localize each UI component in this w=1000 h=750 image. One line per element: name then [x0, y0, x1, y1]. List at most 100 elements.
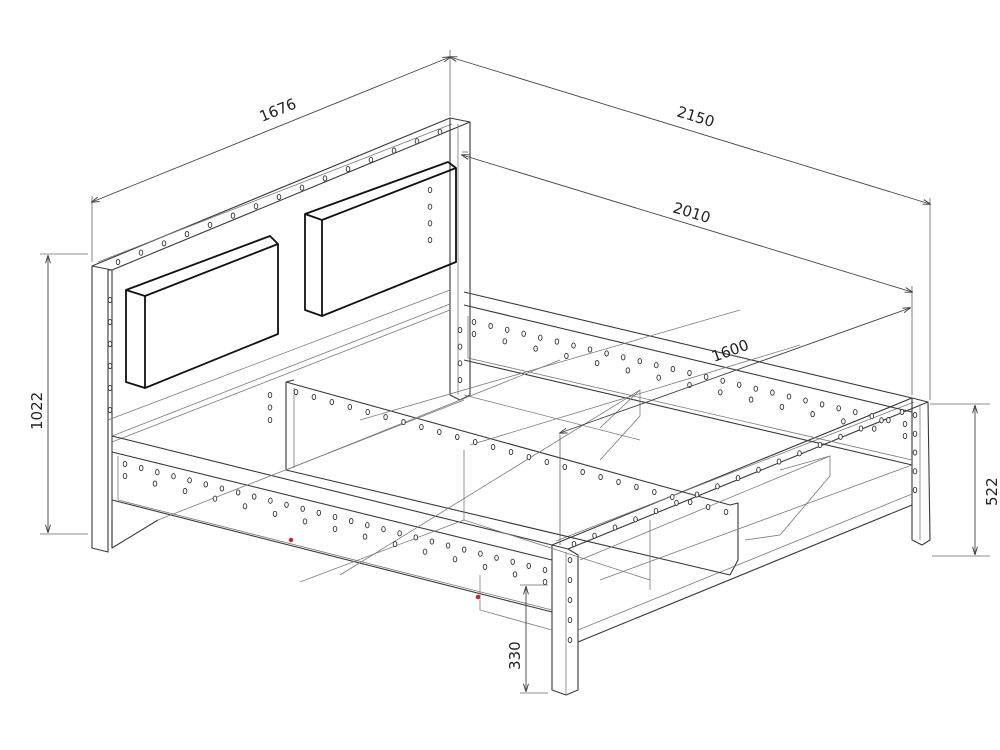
- fastener-hole: [138, 465, 144, 472]
- fastener-hole: [461, 546, 467, 553]
- fastener-hole: [871, 425, 877, 432]
- fastener-hole: [564, 352, 569, 359]
- fastener-hole: [718, 389, 723, 396]
- side-rail-right: [463, 291, 913, 466]
- fastener-hole: [122, 472, 128, 480]
- fastener-hole: [567, 576, 573, 584]
- fastener-hole: [478, 550, 483, 557]
- fastener-hole: [365, 408, 370, 416]
- fastener-hole: [107, 384, 113, 392]
- fastener-hole: [841, 418, 846, 425]
- fastener-hole: [705, 503, 711, 511]
- fastener-hole: [654, 362, 659, 369]
- fastener-hole: [242, 503, 248, 510]
- fastener-hole: [347, 403, 353, 411]
- fastener-holes: [107, 128, 918, 644]
- fastener-hole: [362, 533, 368, 540]
- fastener-hole: [674, 499, 679, 506]
- fastener-hole: [735, 474, 741, 482]
- fastener-hole: [526, 562, 532, 569]
- fastener-hole: [455, 433, 460, 441]
- fastener-hole: [171, 473, 176, 480]
- fastener-hole: [452, 556, 458, 563]
- dimension-mattress-width: 1600: [560, 308, 910, 545]
- fastener-hole: [670, 493, 675, 501]
- fastener-hole: [332, 525, 338, 533]
- fastener-hole: [427, 236, 433, 244]
- fastener-hole: [508, 448, 514, 456]
- fastener-hole: [715, 483, 720, 490]
- fastener-hole: [687, 369, 692, 377]
- fastener-hole: [276, 193, 282, 201]
- fastener-hole: [329, 398, 335, 406]
- fastener-hole: [879, 417, 884, 424]
- fastener-hole: [567, 596, 573, 604]
- headboard-cushion-right: [304, 161, 457, 317]
- fastener-hole: [776, 458, 782, 465]
- fastener-hole: [687, 498, 693, 506]
- fastener-hole: [567, 636, 573, 644]
- fastener-hole: [858, 425, 864, 432]
- fastener-hole: [533, 345, 538, 352]
- fastener-hole: [471, 330, 477, 338]
- dim-1022-label: 1022: [28, 392, 46, 430]
- fastener-hole: [107, 340, 113, 348]
- fastener-hole: [756, 466, 761, 473]
- fastener-hole: [625, 367, 631, 374]
- fastener-hole: [562, 463, 568, 471]
- dim-2150-label: 2150: [675, 103, 717, 131]
- fastener-hole: [538, 334, 543, 341]
- fastener-hole: [580, 468, 585, 476]
- fastener-hole: [902, 420, 908, 428]
- fastener-hole: [268, 497, 273, 504]
- fastener-hole: [488, 322, 493, 329]
- fastener-hole: [819, 401, 825, 408]
- fastener-hole: [383, 413, 388, 421]
- dimension-rail-height: 330: [506, 584, 548, 694]
- fastener-hole: [184, 231, 190, 238]
- fastener-hole: [620, 354, 626, 361]
- fastener-hole: [838, 433, 843, 440]
- fastener-hole: [219, 485, 225, 492]
- fastener-hole: [293, 388, 299, 396]
- fastener-hole: [267, 391, 273, 399]
- fastener-hole: [542, 566, 548, 574]
- fastener-hole: [267, 416, 273, 424]
- fastener-hole: [502, 338, 508, 345]
- fastener-hole: [694, 491, 700, 498]
- fastener-hole: [720, 377, 725, 384]
- fastener-hole: [912, 449, 918, 456]
- dimension-headboard-width: 1676: [92, 50, 450, 262]
- fastener-hole: [212, 495, 218, 502]
- fastener-hole: [457, 376, 463, 384]
- fastener-hole: [567, 556, 573, 564]
- fastener-hole: [810, 411, 815, 418]
- fastener-hole: [107, 406, 113, 414]
- fastener-hole: [457, 326, 463, 334]
- fastener-hole: [652, 488, 657, 496]
- fastener-hole: [490, 443, 496, 451]
- fastener-hole: [587, 346, 593, 353]
- fastener-hole: [542, 578, 548, 586]
- fastener-hole: [107, 318, 113, 326]
- fastener-hole: [427, 220, 433, 227]
- fastener-hole: [427, 186, 433, 194]
- fastener-hole: [912, 486, 918, 494]
- fastener-hole: [616, 478, 621, 486]
- fastener-hole: [345, 166, 351, 173]
- fastener-hole: [138, 249, 144, 256]
- fastener-hole: [512, 571, 518, 578]
- fastener-hole: [207, 221, 213, 228]
- fastener-hole: [912, 468, 918, 475]
- fastener-hole: [670, 366, 676, 373]
- fastener-hole: [365, 522, 370, 529]
- fastener-hole: [413, 534, 419, 541]
- fastener-hole: [853, 409, 858, 416]
- fastener-hole: [653, 507, 659, 515]
- fastener-hole: [779, 403, 785, 410]
- fastener-hole: [381, 526, 386, 533]
- red-markers: [288, 537, 481, 600]
- fastener-hole: [107, 296, 113, 304]
- fastener-hole: [311, 393, 317, 401]
